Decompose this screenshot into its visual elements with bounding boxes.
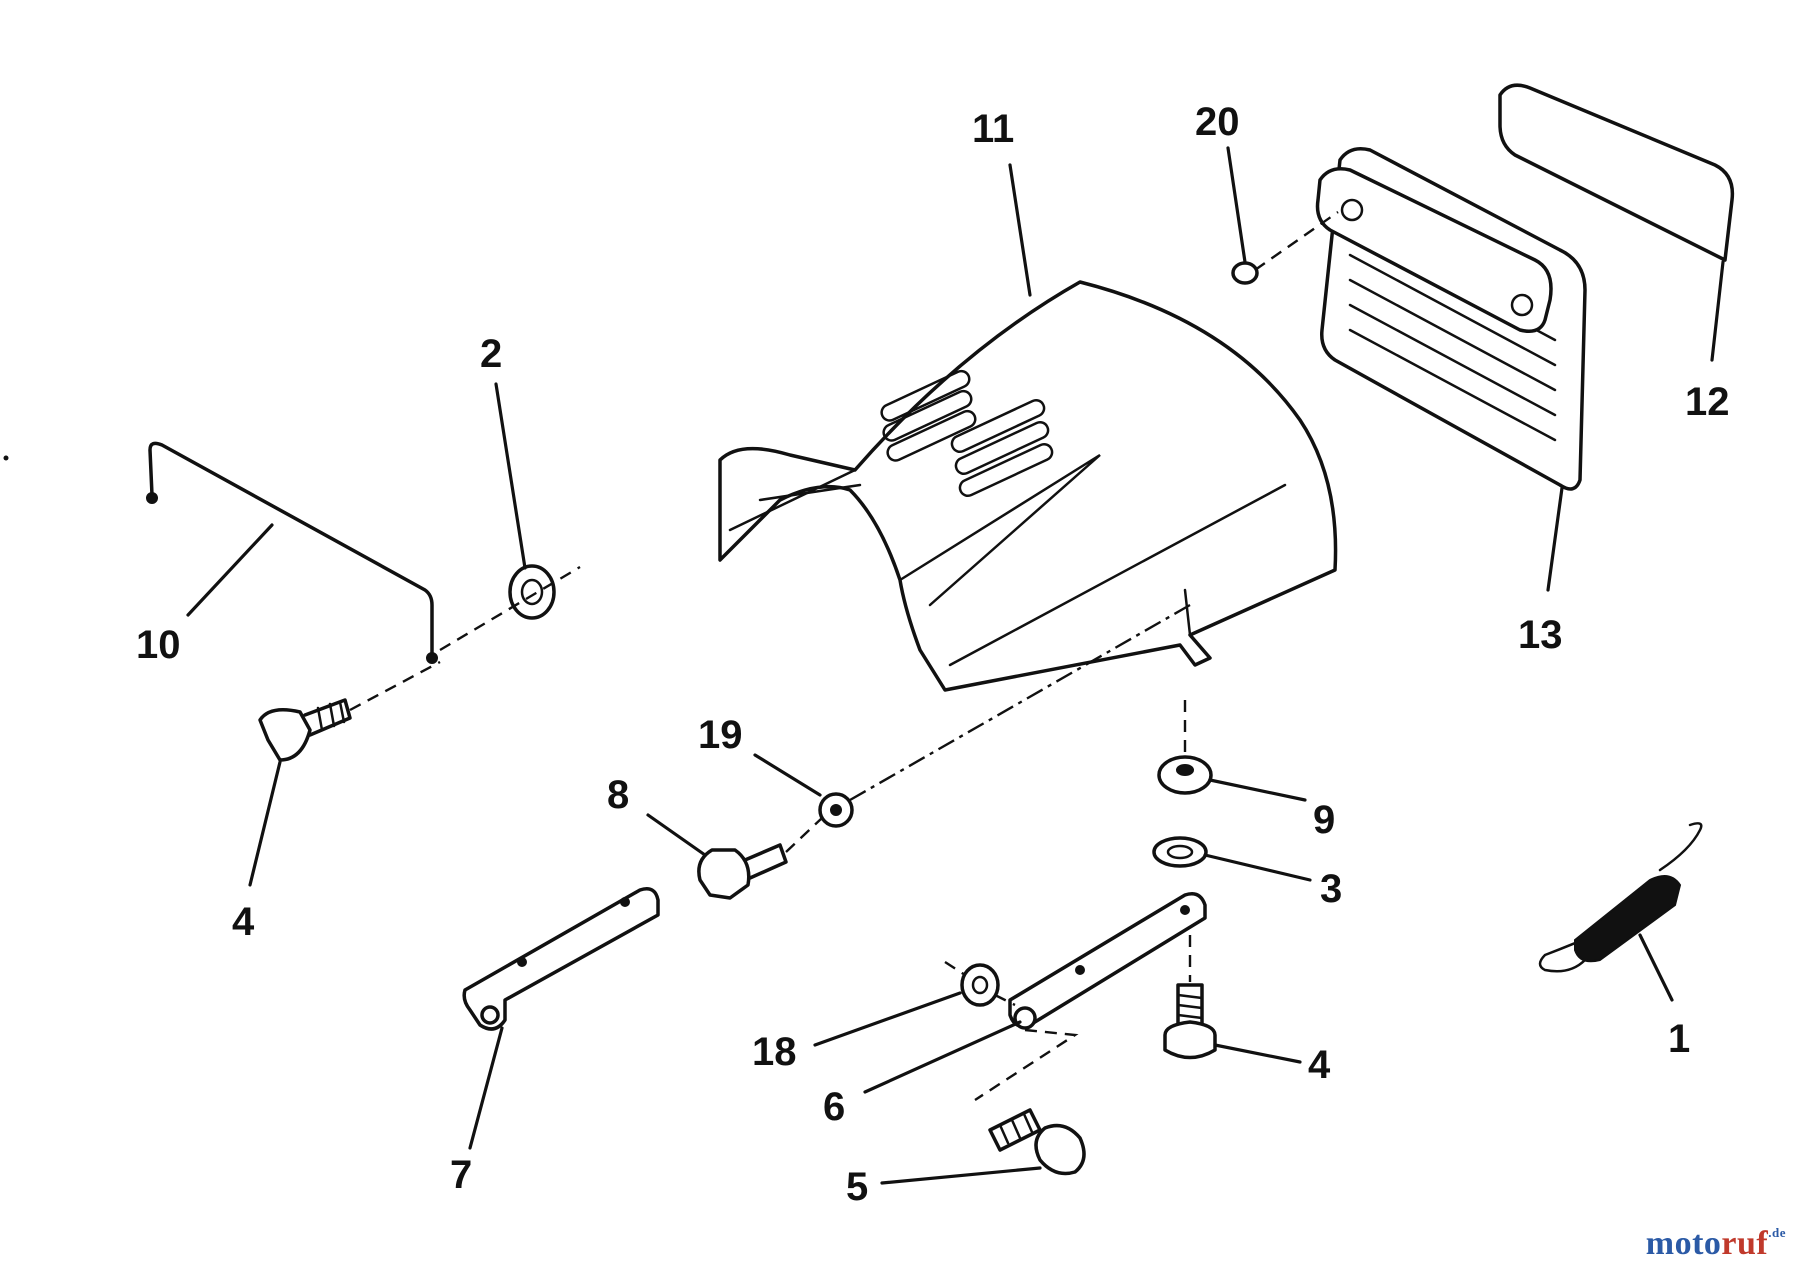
plug xyxy=(1231,211,1339,285)
nut-top xyxy=(508,564,556,620)
watermark-part3: .de xyxy=(1768,1225,1786,1240)
rod xyxy=(146,441,438,664)
callout-20: 20 xyxy=(1195,100,1240,144)
callout-19: 19 xyxy=(698,713,743,757)
callout-6: 6 xyxy=(823,1085,845,1129)
callout-8: 8 xyxy=(607,773,629,817)
callout-4-left: 4 xyxy=(232,900,255,944)
callout-4-right: 4 xyxy=(1308,1043,1331,1087)
watermark-logo: motoruf.de xyxy=(1646,1225,1786,1263)
callout-3: 3 xyxy=(1320,867,1342,911)
bolt-8 xyxy=(697,817,823,900)
callout-11: 11 xyxy=(972,107,1014,151)
bolt-left xyxy=(258,660,441,762)
callout-12: 12 xyxy=(1685,380,1730,424)
bracket-7 xyxy=(462,887,660,1031)
bracket-arm xyxy=(974,892,1207,1102)
callout-5: 5 xyxy=(846,1165,868,1209)
lock-washer xyxy=(818,792,854,828)
callout-9: 9 xyxy=(1313,798,1335,842)
bolt-5 xyxy=(988,1108,1086,1176)
watermark-part1: moto xyxy=(1645,1225,1722,1262)
grille-top-plate xyxy=(1498,83,1735,262)
bolt-right xyxy=(1163,935,1217,1060)
hood-cover xyxy=(718,280,1338,692)
callout-18: 18 xyxy=(752,1030,797,1074)
washer-3 xyxy=(1152,836,1208,868)
leader-lines xyxy=(186,146,1725,1185)
callout-1: 1 xyxy=(1668,1017,1690,1061)
nut-9 xyxy=(1157,755,1213,795)
stray-dot xyxy=(3,455,9,461)
callout-2: 2 xyxy=(480,332,502,376)
washer-18 xyxy=(944,960,1016,1007)
callout-labels: 11 20 12 13 2 10 4 19 8 9 3 1 4 18 6 7 5 xyxy=(136,100,1730,1209)
callout-10: 10 xyxy=(136,623,181,667)
spring xyxy=(1538,822,1703,973)
hood-vents xyxy=(880,369,1054,497)
callout-7: 7 xyxy=(450,1153,472,1197)
grille xyxy=(1315,147,1587,491)
callout-13: 13 xyxy=(1518,613,1563,657)
watermark-part2: ruf xyxy=(1721,1225,1769,1262)
